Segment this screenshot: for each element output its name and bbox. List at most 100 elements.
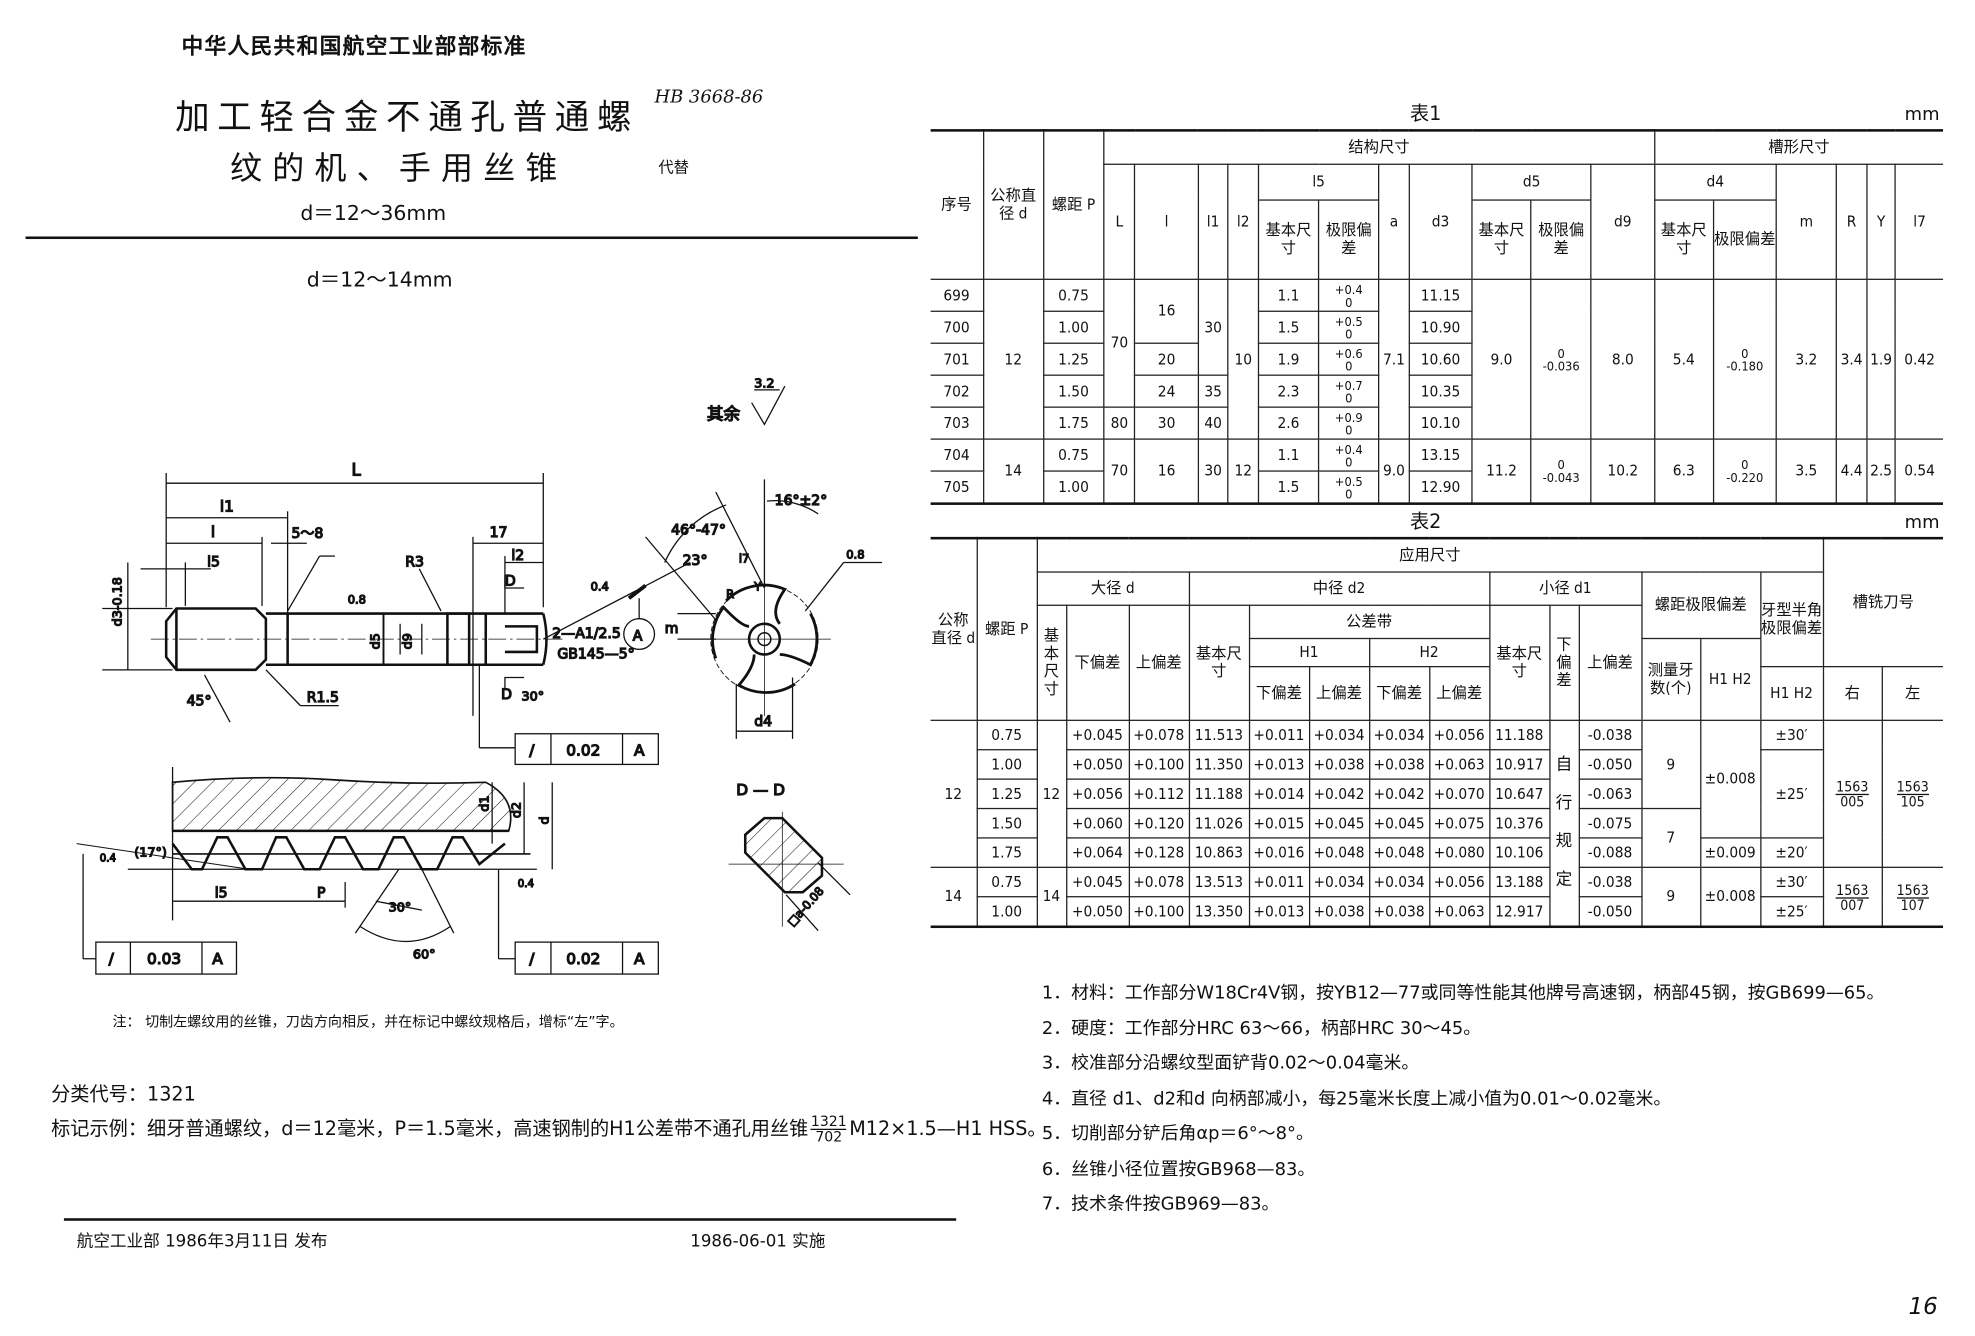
- table-cell: 10.60: [1408, 341, 1473, 376]
- table-cell: 80: [1103, 405, 1136, 440]
- angle-23: 23°: [683, 553, 708, 569]
- th-basic: 基本尺寸: [1488, 603, 1550, 721]
- table-cell: 1.9: [1257, 341, 1320, 376]
- table-cell: +0.042: [1368, 777, 1430, 809]
- table-cell: +0.034: [1308, 866, 1370, 897]
- th-d9: d9: [1590, 162, 1655, 280]
- table-cell: 30: [1197, 278, 1229, 376]
- stacked-value: 1563: [1836, 881, 1869, 899]
- table-cell: 1.50: [976, 807, 1038, 838]
- stacked-value: 105: [1900, 793, 1925, 811]
- table-cell: 12: [1227, 437, 1259, 504]
- th-dev: 极限偏差: [1530, 198, 1592, 280]
- stacked-value: +0.5: [1334, 315, 1363, 330]
- th-d5: d5: [1471, 162, 1592, 201]
- table-cell: +0.063: [1428, 895, 1490, 927]
- table-cell: 0-0.220: [1712, 437, 1777, 504]
- stacked-value: +0.5: [1334, 474, 1363, 489]
- dim-l5: l5: [207, 554, 220, 570]
- table-cell: ±30′: [1759, 866, 1824, 897]
- table-cell: 30: [1134, 405, 1199, 440]
- dim-d9: d9: [401, 633, 416, 649]
- table-cell: ±0.009: [1699, 836, 1761, 868]
- angle-16: 16°±2°: [775, 493, 828, 509]
- th-l1: l1: [1197, 162, 1229, 280]
- table-cell: +0.042: [1308, 777, 1370, 809]
- th-no: 序号: [930, 129, 984, 280]
- stacked-value: -0.043: [1542, 471, 1580, 486]
- th-basic: 基本尺寸: [1258, 198, 1320, 280]
- table-cell: +0.063: [1428, 748, 1490, 780]
- table-cell: 12.90: [1408, 469, 1473, 504]
- table-cell: +0.056: [1428, 866, 1490, 897]
- th-L: L: [1103, 162, 1136, 280]
- table-cell: 13.513: [1188, 866, 1250, 897]
- table-cell: 1.00: [976, 895, 1038, 927]
- table-cell: +0.034: [1308, 719, 1370, 750]
- table-cell: 7.1: [1378, 278, 1410, 440]
- table-cell: 9.0: [1378, 437, 1410, 504]
- th-upper: 上偏差: [1308, 665, 1370, 721]
- table-cell: 13.15: [1408, 437, 1473, 472]
- table-cell: 16: [1134, 278, 1199, 344]
- table-cell: 1.1: [1257, 278, 1320, 312]
- tolerance-value: 0.03: [147, 950, 181, 968]
- stacked-value: 0: [1557, 347, 1565, 362]
- table-cell: 0.75: [1042, 437, 1105, 472]
- table-cell: 10.2: [1590, 437, 1655, 504]
- table-cell: 0.75: [975, 866, 1038, 897]
- classification-code: 分类代号：1321: [51, 1082, 196, 1106]
- stacked-value: +0.7: [1334, 379, 1363, 394]
- stacked-value: 1563: [1836, 778, 1869, 796]
- table-cell: +0.011: [1248, 719, 1310, 750]
- table-cell: 10.106: [1488, 836, 1550, 868]
- table-cell: 70: [1103, 278, 1136, 408]
- table-cell: 13.350: [1188, 895, 1250, 927]
- marking-example: 标记示例：细牙普通螺纹，d＝12毫米，P＝1.5毫米，高速钢制的H1公差带不通孔…: [51, 1115, 1046, 1144]
- side-view: L l1 l l5 5～8 17 l2 R3 R1.5 45° d3-0.18 …: [102, 460, 691, 749]
- dim-l7: l7: [739, 551, 750, 565]
- table-cell: +0.038: [1368, 748, 1430, 780]
- table-cell: 699: [930, 278, 984, 312]
- stacked-value: 0: [1345, 423, 1353, 438]
- table-cell: 3.4: [1835, 278, 1868, 440]
- stacked-value: 007: [1840, 896, 1865, 914]
- th-d: 公称直径 d: [982, 129, 1044, 280]
- th-H1H2: H1 H2: [1759, 665, 1824, 721]
- table-cell: 12.917: [1488, 895, 1550, 927]
- dim-d4: d4: [754, 714, 772, 730]
- dim-P: P: [317, 885, 325, 901]
- stacked-value: -0.180: [1726, 359, 1764, 374]
- center-hole-std: GB145—5°: [557, 646, 634, 662]
- stacked-value: 0: [1345, 487, 1353, 502]
- section-D-D: D — D □a-0.08: [728, 780, 851, 932]
- stacked-value: +0.4: [1334, 283, 1363, 298]
- end-view: 其余 3.2 46°-47° 23° 16°±2° m d4 R Y l7 0.…: [645, 376, 883, 739]
- th-tol-band: 公差带: [1248, 603, 1490, 639]
- table-cell: +0.112: [1128, 777, 1190, 809]
- th-dev: 极限偏差: [1317, 198, 1380, 280]
- table-cell: 0-0.036: [1530, 278, 1592, 440]
- table-cell: +0.064: [1065, 836, 1130, 868]
- table-cell: +0.050: [1065, 748, 1130, 780]
- table1-unit: mm: [1904, 104, 1940, 126]
- runout-symbol: /: [529, 741, 535, 759]
- issuing-org: 中华人民共和国航空工业部部标准: [181, 34, 527, 61]
- table-cell: +0.045: [1308, 807, 1370, 838]
- roughness-3.2: 3.2: [754, 376, 774, 391]
- table-cell: +0.078: [1128, 719, 1190, 750]
- th-half-angle: 牙型半角极限偏差: [1759, 570, 1823, 667]
- table-cell: 12: [930, 719, 978, 868]
- th-lower: 下偏差: [1548, 603, 1580, 721]
- angle-46-47: 46°-47°: [671, 522, 726, 538]
- replaces-label: 代替: [658, 158, 690, 177]
- table-cell: 0.75: [975, 719, 1038, 750]
- center-hole-label: 2—A1/2.5: [552, 626, 621, 642]
- table-cell: 1.75: [1042, 405, 1105, 440]
- stacked-value: 0: [1345, 359, 1353, 374]
- table-cell: 9.0: [1471, 278, 1532, 440]
